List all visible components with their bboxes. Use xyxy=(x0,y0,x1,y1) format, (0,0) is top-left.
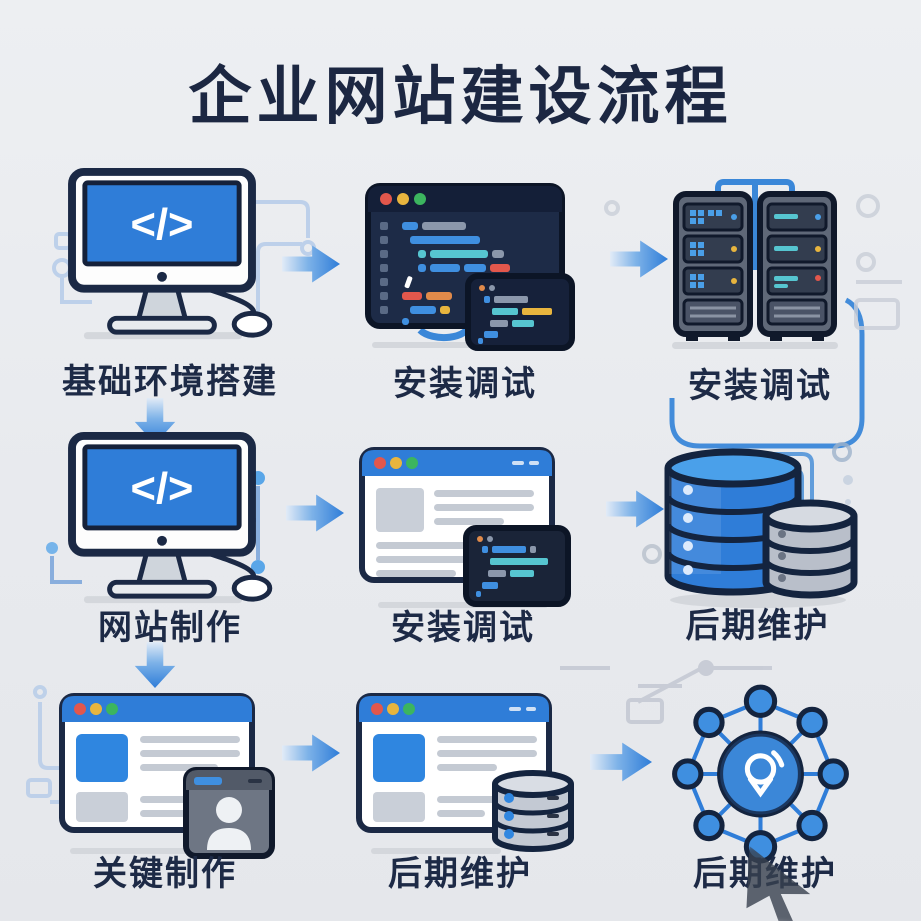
desktop-code-icon: </> xyxy=(68,432,273,604)
step-label: 后期维护 xyxy=(685,607,830,645)
arrow-right-icon xyxy=(286,494,344,532)
desktop-code-icon: </> xyxy=(68,168,273,340)
step-label: 网站制作 xyxy=(98,609,242,647)
arrow-right-icon xyxy=(590,742,652,782)
step-5-illustration xyxy=(348,442,578,612)
database-icon xyxy=(664,448,858,608)
step-2-illustration xyxy=(350,180,580,355)
step-8-illustration xyxy=(345,690,580,860)
code-glyph: </> xyxy=(131,465,194,513)
step-4-illustration: </> xyxy=(48,432,276,610)
server-rack-icon xyxy=(672,179,838,349)
network-hub-icon xyxy=(672,684,849,864)
arrow-right-icon xyxy=(282,734,340,772)
browser-code-icon xyxy=(359,447,571,608)
browser-user-icon xyxy=(59,693,275,859)
step-label: 安装调试 xyxy=(391,609,535,647)
step-label: 关键制作 xyxy=(93,855,237,893)
step-3-illustration xyxy=(650,172,860,354)
page-title: 企业网站建设流程 xyxy=(188,62,733,132)
code-glyph: </> xyxy=(131,201,194,249)
step-label: 后期维护 xyxy=(388,855,532,893)
browser-database-icon xyxy=(356,693,574,854)
step-9-illustration xyxy=(663,678,858,870)
step-7-illustration xyxy=(48,690,283,860)
step-label: 安装调试 xyxy=(688,367,832,405)
step-label: 安装调试 xyxy=(393,365,537,403)
step-label: 基础环境搭建 xyxy=(62,363,278,401)
arrow-right-icon xyxy=(282,245,340,283)
code-editor-icon xyxy=(365,183,575,351)
step-6-illustration xyxy=(648,438,863,610)
step-1-illustration: </> xyxy=(48,168,276,346)
